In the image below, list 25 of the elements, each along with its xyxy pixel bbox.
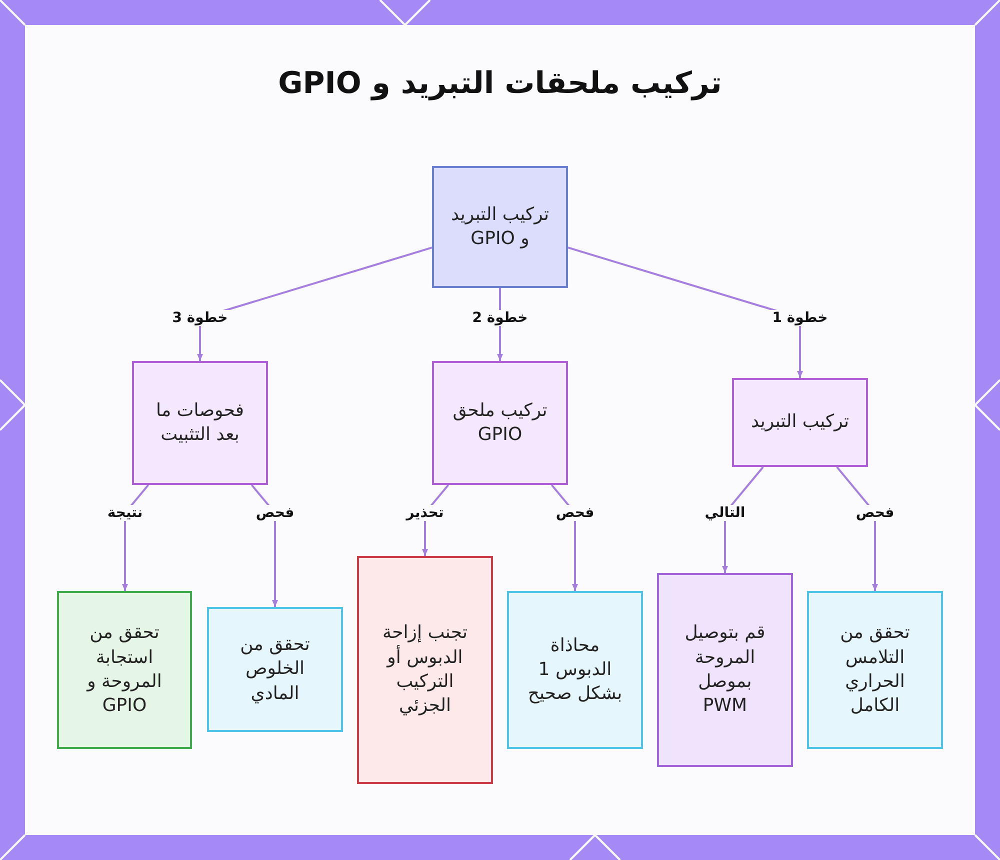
node-text: قم بتوصيل المروحة بموصل PWM [684,621,766,718]
node-text: فحوصات ما بعد التثبيت [154,398,246,447]
root-box [432,166,568,288]
step-box [132,361,268,485]
warning-box [357,556,493,784]
result-box [57,591,192,749]
node-text: تحقق من الخلوص المادي [239,633,311,706]
connector-arrow [250,484,278,607]
node-text: تركيب ملحق GPIO [452,398,548,447]
node-text: محاذاة الدبوس 1 بشكل صحيح [526,634,624,706]
node-text: تحقق من التلامس الحراري الكامل [839,621,911,718]
connector-arrow [197,246,432,361]
node-text: تجنب إزاحة الدبوس أو التركيب الجزئي [382,621,468,718]
node-text: تركيب التبريد [750,410,850,434]
step-box [732,378,868,467]
check-box [207,607,343,732]
step-box [657,573,793,767]
connector-arrow [836,466,878,591]
node-text: تحقق من استجابة المروحة و GPIO [85,621,163,718]
step-box [432,361,568,485]
check-box [807,591,943,749]
connector-arrow [568,246,803,378]
check-box [507,591,643,749]
node-text: تركيب التبريد و GPIO [450,202,550,251]
diagram-title: تركيب ملحقات التبريد و GPIO [277,66,723,101]
